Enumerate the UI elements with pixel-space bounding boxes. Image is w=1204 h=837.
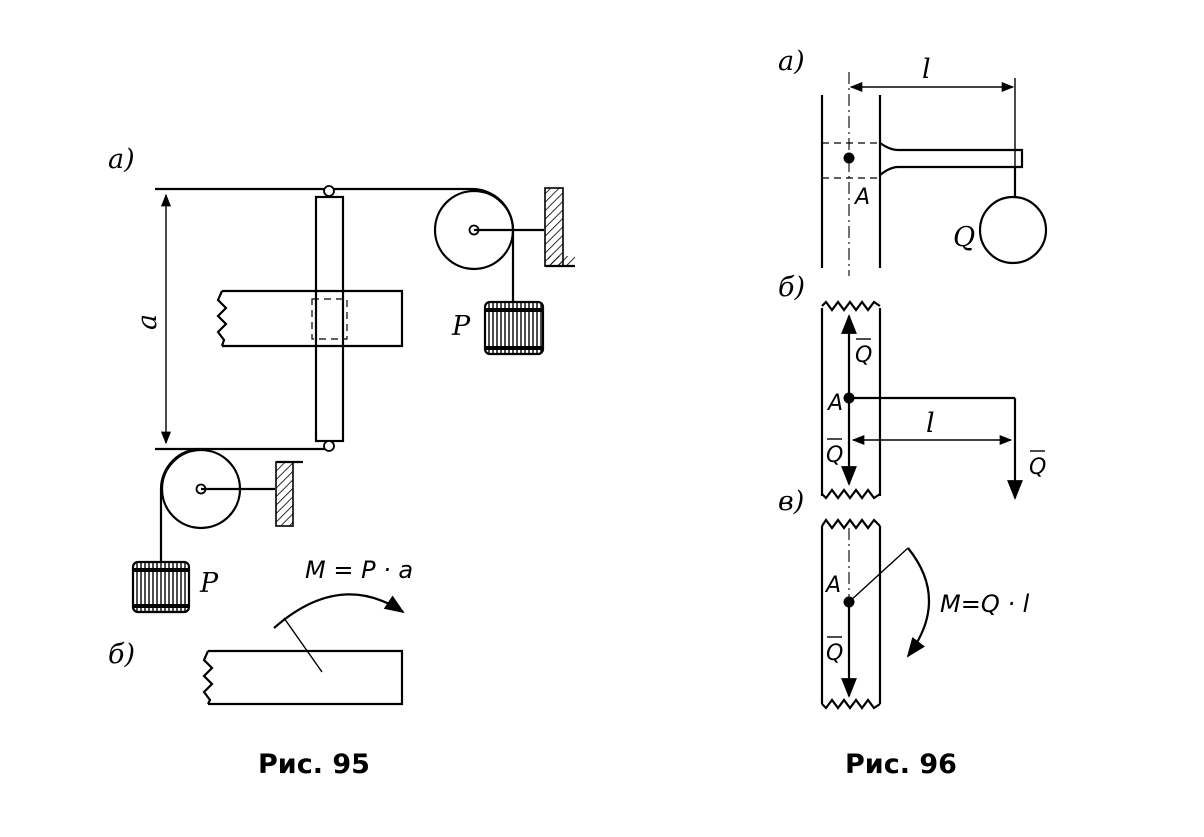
fig96-part-b-label: б) [778,272,805,303]
fig96c-moment-radius [848,547,909,603]
fig96a-point-a [843,152,855,164]
top-weight [483,300,545,356]
fig96a-weight-ball [978,195,1048,265]
fig95-beam-b [202,649,404,706]
fig96a-bracket [879,142,1024,176]
fig95-caption: Рис. 95 [258,749,370,780]
fig96b-force-up-label: Q [855,343,872,368]
fig96b-break-top [821,300,881,312]
dimension-a-label: a [132,314,163,330]
fig95-part-b-label: б) [108,639,135,670]
fig96c-break-top [821,518,881,530]
fig96b-point-label: A [826,391,843,416]
fig95-part-a-label: а) [108,144,135,175]
top-weight-label: P [451,311,471,342]
fig96b-force-down-label: Q [826,443,843,468]
horizontal-beam [216,289,404,348]
fig96-caption: Рис. 96 [845,749,957,780]
fig96-part-c-label: в) [778,486,804,517]
top-wall-support [544,187,564,267]
fig96c-force-label: Q [826,641,843,666]
fig96b-length-label: l [926,408,935,439]
fig96c-point-label: A [824,573,841,598]
beam-hidden-joint [311,298,348,340]
fig95-moment-radius [283,617,323,673]
lever-top-pin [323,185,335,197]
fig96a-point-label: A [853,185,870,210]
fig96a-length-label: l [922,54,931,85]
bottom-weight-label: P [199,568,219,599]
fig96c-moment-arrow [906,547,931,658]
fig96-part-a-label: а) [778,46,805,77]
top-rope-wrap [471,187,515,231]
fig96c-moment-label: M=Q · l [940,590,1030,618]
fig96b-force-right-label: Q [1029,455,1046,480]
fig95-moment-arrow [273,593,405,629]
lever-bottom-pin [323,440,335,452]
fig96c-break-bottom [821,698,881,710]
vertical-lever [314,195,345,443]
figure-95: а) a P [108,144,575,780]
fig95-moment-label: M = P · a [305,556,413,584]
bottom-wall-support [275,461,294,527]
bottom-rope-wrap [159,447,202,490]
fig96a-weight-label: Q [953,222,975,253]
fig96b-break-bottom [821,488,881,500]
top-wall-hatch [548,256,575,266]
bottom-weight [131,560,191,614]
figure-96: а) l A Q б) A l Q Q Q в) [778,46,1048,780]
